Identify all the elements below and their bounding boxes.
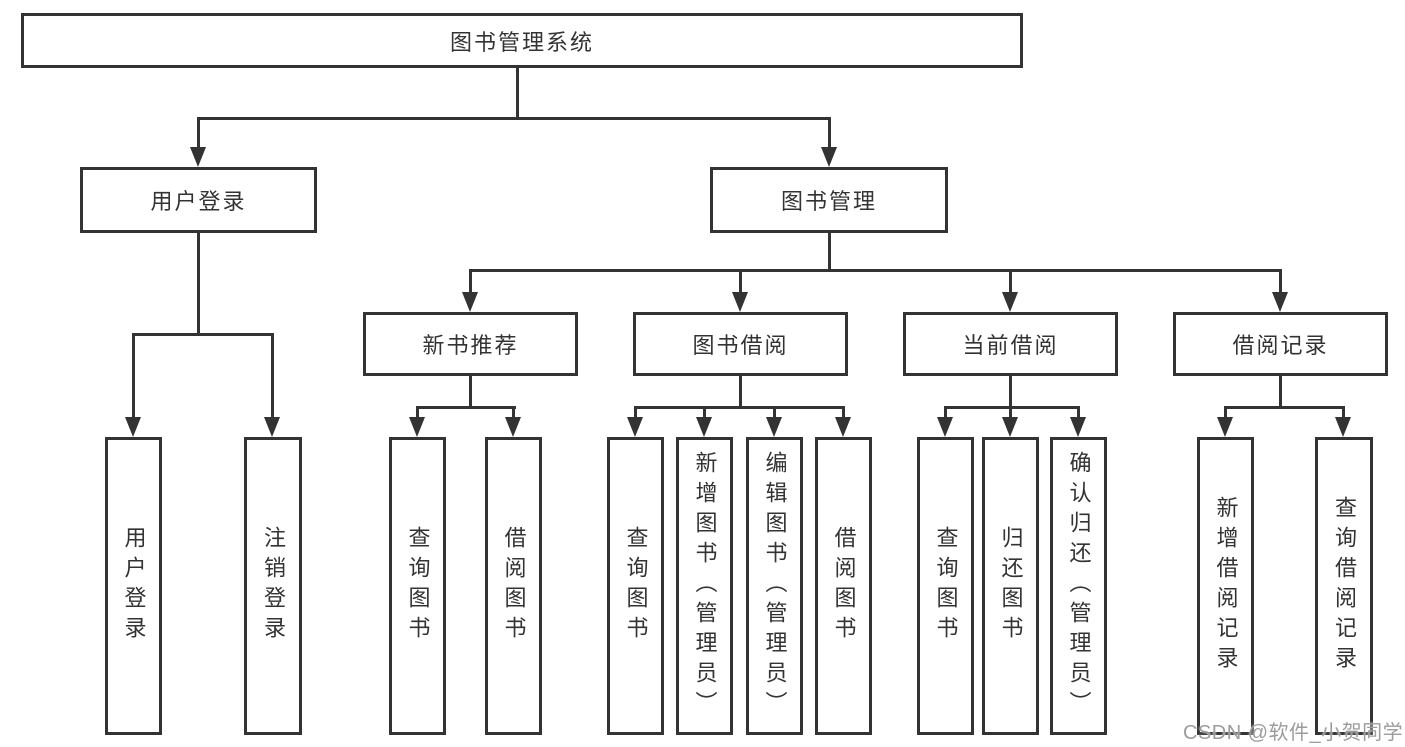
leaf-add-book-admin: 新增图书（管理员） xyxy=(676,437,733,735)
arrow-to-cb-confirm xyxy=(1070,417,1086,437)
leaf-logout-label: 注销登录 xyxy=(261,526,286,646)
connector-stem-cb-query xyxy=(944,406,947,418)
connector-stem-bb-query xyxy=(634,406,637,418)
leaf-borrow-books-borrow-label: 借阅图书 xyxy=(831,526,857,646)
leaf-logout: 注销登录 xyxy=(244,437,302,735)
node-current-borrow: 当前借阅 xyxy=(903,312,1118,376)
arrow-to-bb-query xyxy=(627,417,643,437)
leaf-query-books-newbook-label: 查询图书 xyxy=(405,526,431,646)
node-user-login: 用户登录 xyxy=(80,167,317,233)
arrow-to-bb-borrow xyxy=(835,417,851,437)
arrow-to-bb-edit xyxy=(766,417,782,437)
node-book-management: 图书管理 xyxy=(710,167,948,233)
arrow-to-book-borrow xyxy=(732,292,748,312)
connector-bookmgmt-branch xyxy=(470,269,1282,272)
leaf-edit-book-admin: 编辑图书（管理员） xyxy=(746,437,803,735)
leaf-add-borrow-record: 新增借阅记录 xyxy=(1197,437,1254,735)
connector-root-vertical xyxy=(516,68,519,118)
connector-stem-user-login xyxy=(197,117,200,148)
leaf-borrow-books-newbook: 借阅图书 xyxy=(485,437,542,735)
node-root: 图书管理系统 xyxy=(21,13,1023,68)
connector-stem-nb-borrow xyxy=(512,406,515,418)
leaf-user-login-label: 用户登录 xyxy=(121,526,147,646)
connector-stem-leaf-logout xyxy=(271,333,274,418)
arrow-to-cb-return xyxy=(1002,417,1018,437)
leaf-query-books-current-label: 查询图书 xyxy=(933,526,959,646)
leaf-query-books-newbook: 查询图书 xyxy=(389,437,446,735)
connector-stem-bb-add xyxy=(703,406,706,418)
connector-stem-leaf-user-login xyxy=(132,333,135,418)
leaf-add-book-admin-label: 新增图书（管理员） xyxy=(692,451,718,721)
arrow-to-bb-add xyxy=(696,417,712,437)
connector-stem-new-book xyxy=(469,269,472,294)
watermark-text: CSDN @软件_小贺同学 xyxy=(1183,722,1404,744)
arrow-to-leaf-logout xyxy=(264,417,280,437)
arrow-to-cb-query xyxy=(937,417,953,437)
leaf-query-books-borrow-label: 查询图书 xyxy=(623,526,649,646)
node-book-management-label: 图书管理 xyxy=(780,189,877,214)
leaf-borrow-books-newbook-label: 借阅图书 xyxy=(501,526,527,646)
node-user-login-label: 用户登录 xyxy=(150,189,247,214)
node-book-borrow-label: 图书借阅 xyxy=(692,333,789,358)
connector-records-vertical xyxy=(1279,376,1282,407)
arrow-to-user-login xyxy=(190,147,206,167)
node-borrow-records-label: 借阅记录 xyxy=(1232,333,1329,358)
connector-stem-bb-edit xyxy=(773,406,776,418)
leaf-query-books-current: 查询图书 xyxy=(917,437,974,735)
node-book-borrow: 图书借阅 xyxy=(633,312,848,376)
node-new-book-recommend-label: 新书推荐 xyxy=(422,333,519,358)
node-new-book-recommend: 新书推荐 xyxy=(363,312,578,376)
connector-borrow-vertical xyxy=(739,376,742,407)
connector-userlogin-vertical xyxy=(197,233,200,334)
arrow-to-leaf-user-login xyxy=(125,417,141,437)
node-current-borrow-label: 当前借阅 xyxy=(962,333,1059,358)
connector-bookmgmt-vertical xyxy=(828,233,831,270)
connector-stem-borrow-records xyxy=(1279,269,1282,294)
connector-stem-current-borrow xyxy=(1009,269,1012,294)
leaf-query-borrow-record: 查询借阅记录 xyxy=(1315,437,1373,735)
arrow-to-rec-query xyxy=(1335,417,1351,437)
leaf-return-book: 归还图书 xyxy=(982,437,1039,735)
leaf-add-borrow-record-label: 新增借阅记录 xyxy=(1213,496,1239,676)
connector-stem-book-borrow xyxy=(739,269,742,294)
arrow-to-book-management xyxy=(821,147,837,167)
leaf-confirm-return-admin-label: 确认归还（管理员） xyxy=(1066,451,1092,721)
connector-newbook-vertical xyxy=(469,376,472,407)
connector-userlogin-branch xyxy=(133,333,274,336)
connector-stem-rec-add xyxy=(1224,406,1227,418)
leaf-return-book-label: 归还图书 xyxy=(998,526,1024,646)
node-root-label: 图书管理系统 xyxy=(449,29,594,55)
arrow-to-nb-query xyxy=(409,417,425,437)
connector-stem-nb-query xyxy=(416,406,419,418)
leaf-query-borrow-record-label: 查询借阅记录 xyxy=(1332,496,1357,676)
node-borrow-records: 借阅记录 xyxy=(1173,312,1388,376)
arrow-to-rec-add xyxy=(1217,417,1233,437)
connector-stem-cb-confirm xyxy=(1077,406,1080,418)
connector-stem-bb-borrow xyxy=(842,406,845,418)
leaf-edit-book-admin-label: 编辑图书（管理员） xyxy=(762,451,788,721)
connector-current-branch xyxy=(944,406,1080,409)
arrow-to-nb-borrow xyxy=(505,417,521,437)
connector-newbook-branch xyxy=(417,406,516,409)
connector-root-branch xyxy=(197,117,831,120)
arrow-to-borrow-records xyxy=(1272,292,1288,312)
leaf-query-books-borrow: 查询图书 xyxy=(607,437,664,735)
arrow-to-new-book xyxy=(462,292,478,312)
leaf-confirm-return-admin: 确认归还（管理员） xyxy=(1050,437,1107,735)
connector-stem-cb-return xyxy=(1009,406,1012,418)
leaf-user-login: 用户登录 xyxy=(105,437,162,735)
connector-stem-rec-query xyxy=(1342,406,1345,418)
connector-records-branch xyxy=(1224,406,1345,409)
arrow-to-current-borrow xyxy=(1002,292,1018,312)
connector-stem-book-management xyxy=(828,117,831,148)
connector-current-vertical xyxy=(1009,376,1012,407)
leaf-borrow-books-borrow: 借阅图书 xyxy=(815,437,872,735)
connector-borrow-branch xyxy=(634,406,845,409)
